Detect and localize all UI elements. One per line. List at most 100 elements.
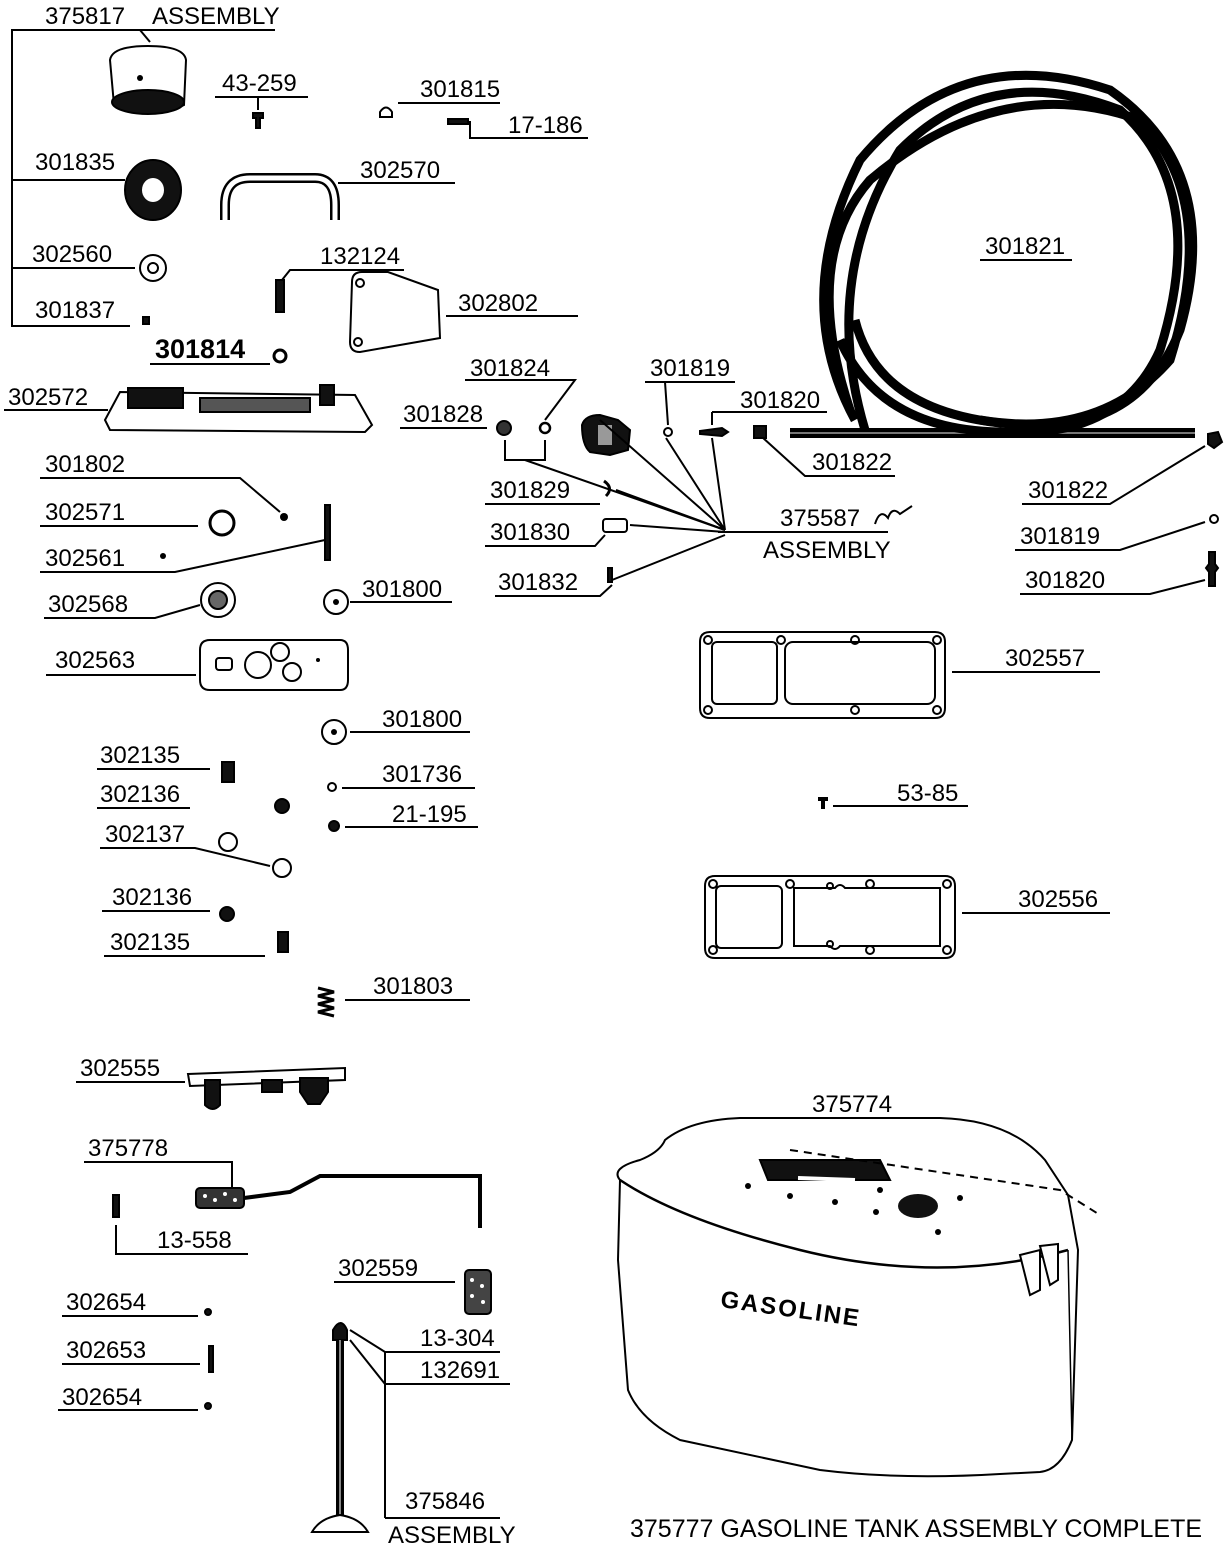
disc-301800-bottom bbox=[321, 719, 347, 745]
screw-43-259 bbox=[252, 112, 264, 129]
hose-301821 bbox=[790, 70, 1198, 438]
tube-302570 bbox=[220, 173, 340, 220]
label-302556: 302556 bbox=[1018, 886, 1098, 913]
ring-302571 bbox=[208, 509, 236, 537]
spring-301803 bbox=[317, 986, 335, 1018]
label-302568: 302568 bbox=[48, 591, 128, 618]
label-301815: 301815 bbox=[420, 76, 500, 103]
label-assembly-375817: ASSEMBLY bbox=[152, 3, 280, 30]
rod-302561 bbox=[324, 504, 331, 561]
label-assembly-375846: ASSEMBLY bbox=[388, 1522, 516, 1549]
label-302135-top: 302135 bbox=[100, 742, 180, 769]
label-assembly-375587: ASSEMBLY bbox=[763, 537, 891, 564]
label-302563: 302563 bbox=[55, 647, 135, 674]
ball-302561 bbox=[160, 553, 166, 559]
label-301821: 301821 bbox=[985, 233, 1065, 260]
label-301819-top: 301819 bbox=[650, 355, 730, 382]
label-302653: 302653 bbox=[66, 1337, 146, 1364]
label-301736: 301736 bbox=[382, 761, 462, 788]
label-302802: 302802 bbox=[458, 290, 538, 317]
gasket-302563 bbox=[199, 639, 349, 691]
cup-part bbox=[108, 44, 188, 115]
label-301803: 301803 bbox=[373, 973, 453, 1000]
label-301829: 301829 bbox=[490, 477, 570, 504]
label-301800-top: 301800 bbox=[362, 576, 442, 603]
label-21-195: 21-195 bbox=[392, 801, 467, 828]
nut-301822-right bbox=[1207, 430, 1224, 450]
label-302572: 302572 bbox=[8, 384, 88, 411]
label-301822-mid: 301822 bbox=[812, 449, 892, 476]
screw-53-85 bbox=[818, 797, 828, 809]
label-301837: 301837 bbox=[35, 297, 115, 324]
pin-301820-top bbox=[699, 426, 730, 438]
label-302559: 302559 bbox=[338, 1255, 418, 1282]
clip-301829 bbox=[603, 479, 611, 498]
body-302555 bbox=[186, 1066, 346, 1110]
pickup-tube-375846 bbox=[310, 1322, 370, 1533]
spring-302135-top bbox=[221, 761, 235, 783]
ring-301814 bbox=[272, 348, 288, 364]
pin-301832 bbox=[607, 567, 613, 583]
label-301830: 301830 bbox=[490, 519, 570, 546]
label-53-85: 53-85 bbox=[897, 780, 958, 807]
label-302570: 302570 bbox=[360, 157, 440, 184]
screw-13-558 bbox=[112, 1194, 120, 1218]
label-302654-top: 302654 bbox=[66, 1289, 146, 1316]
label-301828: 301828 bbox=[403, 401, 483, 428]
label-301814: 301814 bbox=[155, 334, 245, 364]
handwritten-mark bbox=[874, 505, 913, 525]
nut-301822-mid bbox=[753, 425, 767, 439]
ring-302137-b bbox=[272, 858, 292, 878]
fitting-375587 bbox=[580, 413, 632, 457]
label-302654-bottom: 302654 bbox=[62, 1384, 142, 1411]
gasket-302557 bbox=[699, 631, 946, 719]
ball-302136-bottom bbox=[219, 906, 235, 922]
spring-302135-bottom bbox=[277, 931, 289, 953]
cap-301815 bbox=[379, 106, 393, 118]
pin-302653 bbox=[208, 1345, 214, 1373]
disc-301800-top bbox=[323, 589, 349, 615]
label-301819-right: 301819 bbox=[1020, 523, 1100, 550]
ball-301802 bbox=[280, 513, 288, 521]
ring-301819-right bbox=[1209, 514, 1219, 524]
ball-21-195 bbox=[328, 820, 340, 832]
label-302557: 302557 bbox=[1005, 645, 1085, 672]
label-132124: 132124 bbox=[320, 243, 400, 270]
label-302135-bottom: 302135 bbox=[110, 929, 190, 956]
ring-302137-a bbox=[218, 832, 238, 852]
label-302136-bottom: 302136 bbox=[112, 884, 192, 911]
label-375587: 375587 bbox=[780, 505, 860, 532]
label-301820-right: 301820 bbox=[1025, 567, 1105, 594]
label-375774: 375774 bbox=[812, 1091, 892, 1118]
bracket-302802 bbox=[348, 271, 442, 354]
label-302136-top: 302136 bbox=[100, 781, 180, 808]
label-13-558: 13-558 bbox=[157, 1227, 232, 1254]
washer-302560 bbox=[139, 254, 167, 282]
body-302572 bbox=[103, 384, 374, 434]
gasket-302556 bbox=[704, 875, 956, 959]
label-301800-bottom: 301800 bbox=[382, 706, 462, 733]
label-302555: 302555 bbox=[80, 1055, 160, 1082]
valve-302568 bbox=[200, 582, 236, 618]
ball-302654-top bbox=[204, 1308, 212, 1316]
label-132691: 132691 bbox=[420, 1357, 500, 1384]
label-375817: 375817 bbox=[45, 3, 125, 30]
label-302560: 302560 bbox=[32, 241, 112, 268]
ring-301824 bbox=[538, 421, 552, 435]
label-301832: 301832 bbox=[498, 569, 578, 596]
label-13-304: 13-304 bbox=[420, 1325, 495, 1352]
filter-302559 bbox=[464, 1269, 492, 1315]
sleeve-301830 bbox=[602, 518, 628, 533]
label-302137: 302137 bbox=[105, 821, 185, 848]
label-375778: 375778 bbox=[88, 1135, 168, 1162]
label-301802: 301802 bbox=[45, 451, 125, 478]
screw-132124 bbox=[275, 279, 285, 313]
ring-301736 bbox=[327, 782, 337, 792]
label-301824: 301824 bbox=[470, 355, 550, 382]
ball-302654-bottom bbox=[204, 1402, 212, 1410]
gasoline-tank: GASOLINE bbox=[616, 1117, 1101, 1478]
ball-301828 bbox=[496, 420, 512, 436]
part-301837 bbox=[142, 316, 150, 325]
pin-301820-right bbox=[1204, 551, 1220, 587]
